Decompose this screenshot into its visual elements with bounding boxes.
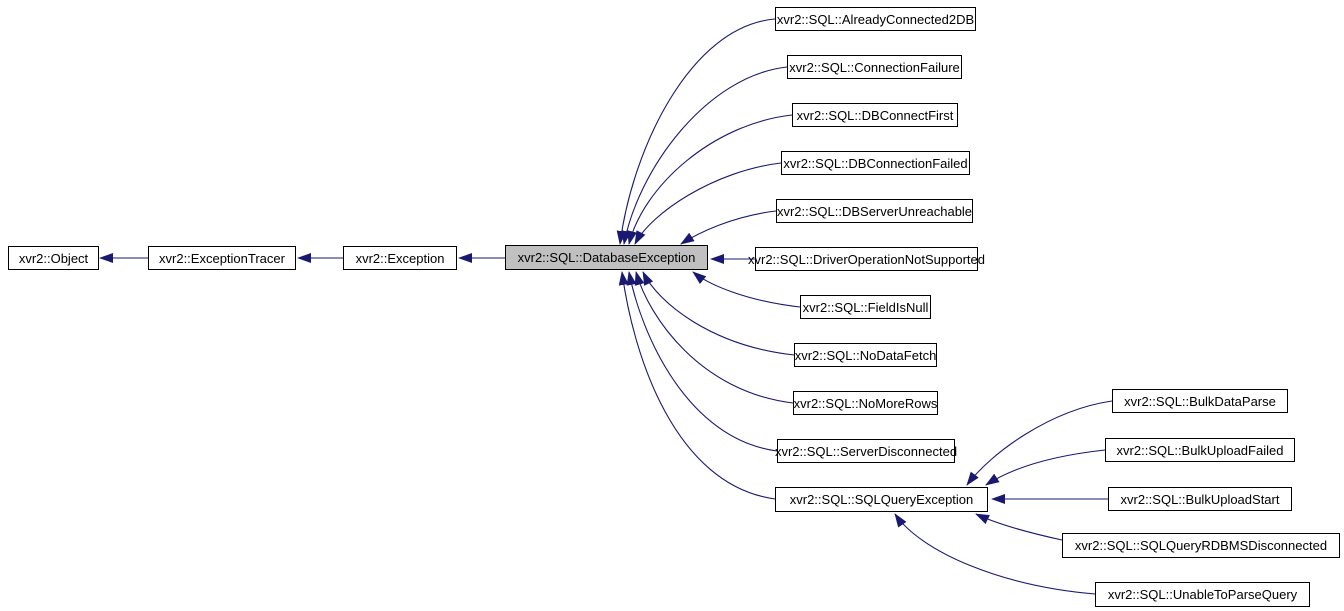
edge-dbconnectionfailed — [634, 162, 782, 245]
class-node-xvr2-sql-driveroperationnotsupported[interactable]: xvr2::SQL::DriverOperationNotSupported — [748, 247, 985, 271]
class-node-xvr2-sql-nodatafetch[interactable]: xvr2::SQL::NoDataFetch — [794, 343, 937, 367]
class-node-xvr2-sql-dbconnectionfailed[interactable]: xvr2::SQL::DBConnectionFailed — [781, 151, 970, 175]
edge-bulkuploadfailed — [985, 449, 1106, 486]
edge-serverdisconnected — [626, 271, 778, 452]
edge-dbconnectfirst — [627, 114, 793, 245]
class-node-xvr2-sql-alreadyconnected2db[interactable]: xvr2::SQL::AlreadyConnected2DB — [775, 7, 976, 31]
edge-connectionfailure — [621, 66, 788, 245]
class-node-xvr2-sql-databaseexception-current: xvr2::SQL::DatabaseException — [505, 245, 708, 270]
edge-sqlqueryrdbmsdisconnected — [975, 513, 1063, 541]
class-node-xvr2-sql-dbconnectfirst[interactable]: xvr2::SQL::DBConnectFirst — [792, 103, 958, 127]
class-node-xvr2-sql-serverdisconnected[interactable]: xvr2::SQL::ServerDisconnected — [775, 439, 957, 463]
class-node-xvr2-exceptiontracer[interactable]: xvr2::ExceptionTracer — [148, 246, 296, 270]
edge-nodatafetch — [642, 271, 795, 356]
edge-unabletoparsequery — [894, 513, 1096, 595]
class-node-xvr2-object[interactable]: xvr2::Object — [8, 246, 99, 270]
edge-sqlqueryexception-to-databaseexception — [618, 271, 776, 500]
edge-dbserverunreachable — [680, 210, 777, 245]
class-node-xvr2-sql-sqlqueryexception[interactable]: xvr2::SQL::SQLQueryException — [775, 487, 988, 512]
class-node-xvr2-sql-bulkdataparse[interactable]: xvr2::SQL::BulkDataParse — [1112, 389, 1288, 413]
edge-bulkdataparse — [966, 400, 1113, 486]
class-node-xvr2-sql-dbserverunreachable[interactable]: xvr2::SQL::DBServerUnreachable — [776, 199, 973, 223]
edge-nomorerows — [634, 271, 794, 404]
class-node-xvr2-sql-sqlqueryrdbmsdisconnected[interactable]: xvr2::SQL::SQLQueryRDBMSDisconnected — [1062, 533, 1340, 558]
class-node-xvr2-exception[interactable]: xvr2::Exception — [343, 246, 457, 270]
class-node-xvr2-sql-fieldisnull[interactable]: xvr2::SQL::FieldIsNull — [800, 295, 931, 319]
edge-fieldisnull — [692, 271, 801, 308]
class-node-xvr2-sql-bulkuploadfailed[interactable]: xvr2::SQL::BulkUploadFailed — [1105, 438, 1295, 462]
class-node-xvr2-sql-bulkuploadstart[interactable]: xvr2::SQL::BulkUploadStart — [1108, 487, 1292, 511]
class-node-xvr2-sql-nomorerows[interactable]: xvr2::SQL::NoMoreRows — [793, 391, 938, 415]
edge-alreadyconnected2db — [616, 18, 776, 245]
class-node-xvr2-sql-unabletoparsequery[interactable]: xvr2::SQL::UnableToParseQuery — [1095, 582, 1310, 607]
class-node-xvr2-sql-connectionfailure[interactable]: xvr2::SQL::ConnectionFailure — [787, 55, 962, 79]
